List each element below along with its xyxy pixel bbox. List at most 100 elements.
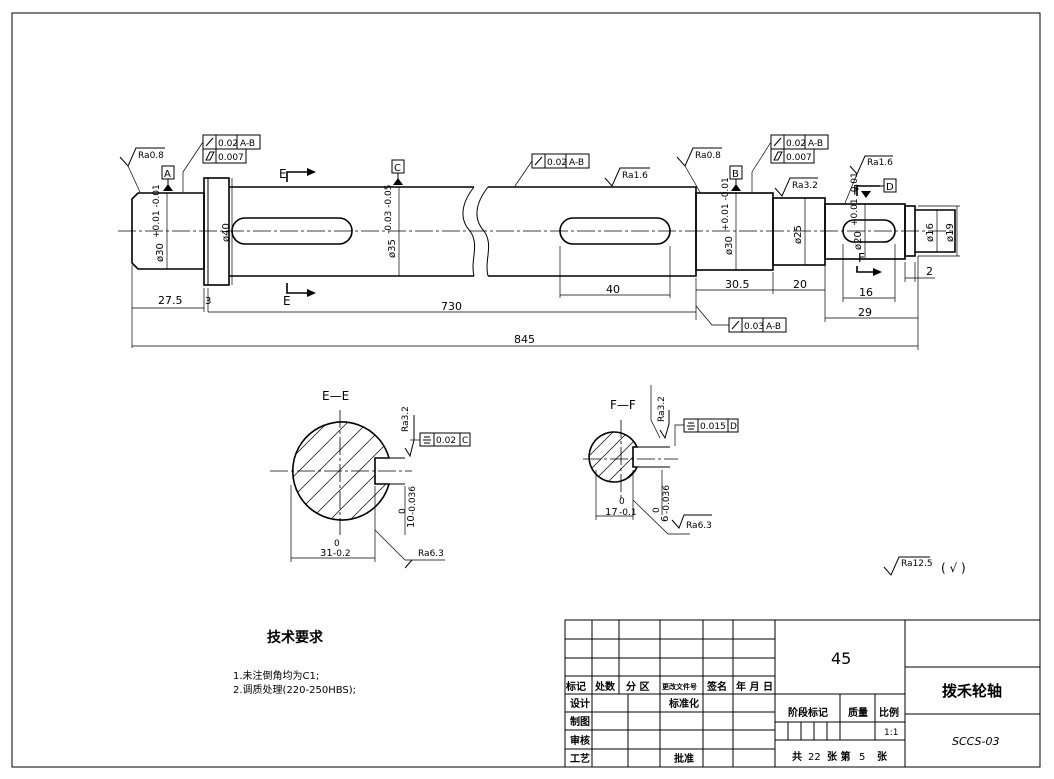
cut-e-bottom: E xyxy=(283,294,291,308)
ff-sym-ref: D xyxy=(730,422,737,432)
ra125-general: Ra12.5 xyxy=(901,559,933,569)
tb-scale: 比例 xyxy=(879,706,899,719)
tol-mid-ref: A-B xyxy=(569,158,584,168)
dimension-lines xyxy=(131,178,960,350)
keyway-right xyxy=(559,217,671,245)
ee-key: 10 xyxy=(406,515,417,528)
ee-sym-value: 0.02 xyxy=(436,436,456,446)
ee-ra32: Ra3.2 xyxy=(401,406,411,432)
dim-2: 2 xyxy=(926,265,933,278)
dim-dia35-tol: -0.03 -0.05 xyxy=(384,185,394,234)
tol-frames xyxy=(182,134,829,333)
dim-20: 20 xyxy=(793,278,807,291)
ee-key-sub: -0.036 xyxy=(408,486,418,515)
general-roughness-symbol xyxy=(883,556,930,576)
break-line-left xyxy=(462,186,476,277)
tb-sheets-suffix: 张 xyxy=(877,750,888,763)
requirements-title: 技术要求 xyxy=(267,629,324,646)
ff-width-sub: -0.1 xyxy=(619,508,637,518)
datum-d: D xyxy=(886,182,894,193)
break-line-right xyxy=(476,186,490,277)
dim-dia35: ø35 xyxy=(387,239,398,258)
tb-scale-value: 1:1 xyxy=(884,728,898,738)
section-ff xyxy=(583,385,739,535)
dim-27-5: 27.5 xyxy=(158,294,183,307)
dim-730: 730 xyxy=(441,300,462,313)
tb-count: 处数 xyxy=(594,680,616,693)
ff-key-sub: -0.036 xyxy=(662,485,672,514)
tb-process: 工艺 xyxy=(570,752,590,765)
ff-sym-value: 0.015 xyxy=(700,422,726,432)
ee-key-sup: 0 xyxy=(398,508,408,514)
section-ff-title: F—F xyxy=(610,398,636,412)
tol-right-cyl: 0.007 xyxy=(786,153,812,163)
tb-check: 审核 xyxy=(570,734,590,747)
tb-zone: 分 区 xyxy=(626,680,649,693)
dim-dia30-left-tol: +0.01 -0.01 xyxy=(152,184,162,238)
tb-sheet-no: 5 xyxy=(859,752,865,763)
dim-dia30-left: ø30 xyxy=(155,243,166,262)
dim-dia20: ø20 xyxy=(853,231,864,250)
datum-a: A xyxy=(164,169,171,180)
ee-width-sup: 0 xyxy=(334,539,340,549)
tb-standard: 标准化 xyxy=(668,697,699,710)
cut-marks xyxy=(286,168,882,297)
tb-sheets-prefix: 共 xyxy=(792,750,802,763)
dim-3: 3 xyxy=(205,296,211,307)
ff-ra32: Ra3.2 xyxy=(657,396,667,422)
requirement-1: 1.未注倒角均为C1; xyxy=(233,669,319,682)
section-ee-title: E—E xyxy=(322,389,349,403)
dim-40: 40 xyxy=(606,283,620,296)
ee-width-sub: -0.2 xyxy=(333,549,351,559)
tol-right-ref: A-B xyxy=(808,139,823,149)
ff-width: 17 xyxy=(605,507,618,518)
tb-sheets-total: 22 xyxy=(808,752,821,763)
ff-width-sup: 0 xyxy=(619,497,625,507)
right-journal xyxy=(695,192,774,271)
tol-left-ref: A-B xyxy=(240,139,255,149)
ra16-mid: Ra1.6 xyxy=(622,171,648,181)
ff-key-sup: 0 xyxy=(652,507,662,513)
dim-dia19: ø19 xyxy=(945,223,956,242)
dim-29: 29 xyxy=(858,306,872,319)
tol-mid-runout: 0.02 xyxy=(547,158,567,168)
section-ee xyxy=(270,410,471,569)
ra08-left: Ra0.8 xyxy=(138,151,164,161)
ff-ra63: Ra6.3 xyxy=(686,521,712,531)
ee-sym-ref: C xyxy=(462,436,468,446)
gdt-symbols xyxy=(205,137,783,330)
datum-c: C xyxy=(394,163,401,174)
tb-docno: 更改文件号 xyxy=(662,682,697,691)
cut-e-top: E xyxy=(279,167,287,181)
sheet-frame xyxy=(11,12,1041,768)
tol-right-runout: 0.02 xyxy=(786,139,806,149)
shaft-end xyxy=(915,209,956,253)
tb-design: 设计 xyxy=(570,697,590,710)
dim-dia20-tol: +0.01 -0.01 xyxy=(850,172,860,226)
shaft-view xyxy=(118,177,956,286)
ra16-right: Ra1.6 xyxy=(867,158,893,168)
dim-dia25: ø25 xyxy=(793,225,804,244)
tb-draw: 制图 xyxy=(570,715,590,728)
dim-845: 845 xyxy=(514,333,535,346)
tol-bottom-ref: A-B xyxy=(766,322,781,332)
general-note: ( √ ) xyxy=(941,561,966,575)
tb-material: 45 xyxy=(831,649,851,668)
datum-b: B xyxy=(732,169,739,180)
tb-mass: 质量 xyxy=(848,706,868,719)
tb-mark: 标记 xyxy=(565,680,586,693)
dim-dia30-right: ø30 xyxy=(724,236,735,255)
tb-stage: 阶段标记 xyxy=(788,706,828,719)
requirement-2: 2.调质处理(220-250HBS); xyxy=(233,684,356,696)
dim-16: 16 xyxy=(859,286,873,299)
tb-sign: 签名 xyxy=(706,680,727,693)
dim-dia30-right-tol: +0.01 -0.01 xyxy=(721,177,731,231)
dim-dia16: ø16 xyxy=(925,223,936,242)
tol-left-runout: 0.02 xyxy=(218,139,238,149)
ee-ra63: Ra6.3 xyxy=(418,549,444,559)
keyway-small xyxy=(842,219,896,243)
tb-sheets-mid: 张 第 xyxy=(827,750,850,763)
collar xyxy=(203,177,230,286)
ra08-right: Ra0.8 xyxy=(695,151,721,161)
